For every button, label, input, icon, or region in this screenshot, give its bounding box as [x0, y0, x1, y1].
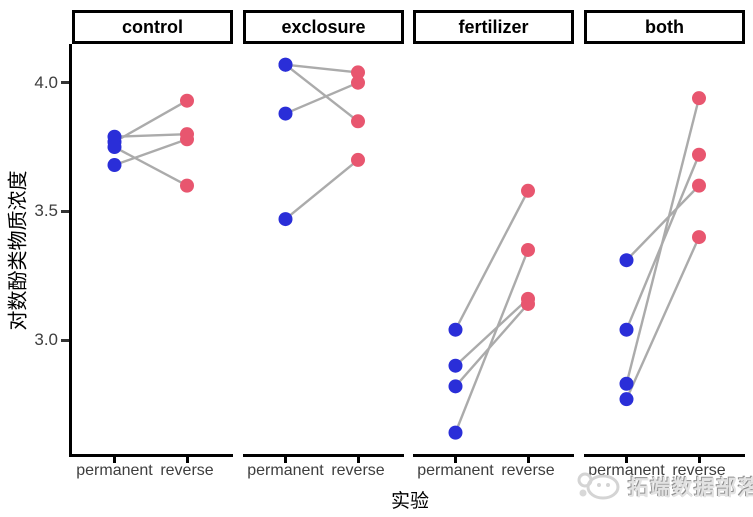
y-tick-mark	[61, 209, 69, 213]
point-permanent	[448, 379, 463, 394]
pair-line	[114, 132, 188, 138]
pair-line	[284, 158, 359, 220]
point-reverse	[692, 147, 706, 162]
point-reverse	[351, 75, 365, 90]
pair-line	[454, 190, 530, 331]
point-reverse	[521, 183, 535, 198]
x-tick-label-reverse: reverse	[331, 462, 385, 479]
pair-line	[285, 63, 359, 74]
pair-line	[625, 236, 701, 400]
x-tick-label-permanent: permanent	[588, 462, 665, 479]
point-permanent	[278, 212, 293, 227]
pair-line	[113, 145, 188, 187]
x-axis-line	[413, 454, 574, 457]
facet-strip-label: fertilizer	[458, 16, 529, 37]
point-reverse	[351, 65, 365, 80]
point-reverse	[351, 114, 365, 129]
point-reverse	[692, 91, 706, 106]
pair-line	[454, 297, 529, 367]
pair-line	[114, 138, 188, 167]
point-permanent	[619, 392, 634, 407]
point-permanent	[278, 106, 293, 121]
pair-line	[625, 97, 701, 385]
x-tick-label-permanent: permanent	[76, 462, 153, 479]
x-tick-mark	[454, 457, 457, 463]
y-tick-label: 3.5	[34, 201, 58, 221]
point-permanent	[107, 158, 122, 173]
x-tick-mark	[526, 457, 530, 463]
pair-line	[454, 303, 529, 388]
facet-strip-label: exclosure	[281, 16, 366, 37]
y-tick-label: 4.0	[34, 72, 58, 92]
x-tick-label-permanent: permanent	[247, 462, 324, 479]
pair-line	[113, 99, 188, 143]
pair-line	[454, 249, 530, 434]
y-axis-title: 对数酚类物质浓度	[7, 170, 30, 331]
x-axis-line	[72, 454, 233, 457]
facet-panel-fertilizer	[448, 183, 535, 440]
pair-line	[285, 81, 359, 115]
y-tick-mark	[61, 81, 69, 85]
x-tick-label-reverse: reverse	[160, 462, 214, 479]
facet-panel-exclosure	[278, 57, 365, 227]
facet-strip-label: control	[122, 16, 183, 37]
x-tick-mark	[697, 457, 701, 463]
x-tick-mark	[625, 457, 628, 463]
point-reverse	[692, 230, 706, 245]
x-axis-line	[243, 454, 404, 457]
point-reverse	[180, 178, 194, 193]
facet-strip-both: both	[584, 10, 745, 44]
point-permanent	[448, 322, 463, 337]
x-tick-mark	[113, 457, 116, 463]
facet-panel-control	[107, 93, 194, 193]
x-tick-label-permanent: permanent	[417, 462, 494, 479]
x-tick-mark	[284, 457, 287, 463]
point-permanent	[107, 129, 122, 144]
point-permanent	[107, 140, 122, 155]
point-permanent	[448, 358, 463, 373]
point-permanent	[448, 425, 463, 440]
point-reverse	[692, 178, 706, 193]
y-axis-line	[69, 44, 72, 457]
point-reverse	[521, 296, 535, 311]
point-permanent	[278, 57, 293, 72]
x-tick-label-reverse: reverse	[672, 462, 726, 479]
y-tick-label: 3.0	[34, 330, 58, 349]
x-tick-label-reverse: reverse	[501, 462, 555, 479]
x-axis-line	[584, 454, 745, 457]
point-reverse	[180, 93, 194, 108]
pair-line	[625, 184, 700, 262]
pair-line	[284, 63, 359, 123]
point-permanent	[619, 376, 634, 391]
x-tick-mark	[185, 457, 189, 463]
facet-panel-both	[619, 91, 706, 407]
point-reverse	[351, 152, 365, 167]
point-permanent	[619, 253, 634, 268]
y-tick-mark	[61, 338, 69, 342]
facet-strip-label: both	[645, 16, 684, 37]
x-tick-mark	[356, 457, 360, 463]
point-reverse	[180, 132, 194, 147]
facet-strip-exclosure: exclosure	[243, 10, 404, 44]
x-axis-title: 实验	[390, 491, 429, 512]
facet-strip-control: control	[72, 10, 233, 44]
point-reverse	[521, 242, 535, 257]
point-permanent	[619, 322, 634, 337]
facet-strip-fertilizer: fertilizer	[413, 10, 574, 44]
